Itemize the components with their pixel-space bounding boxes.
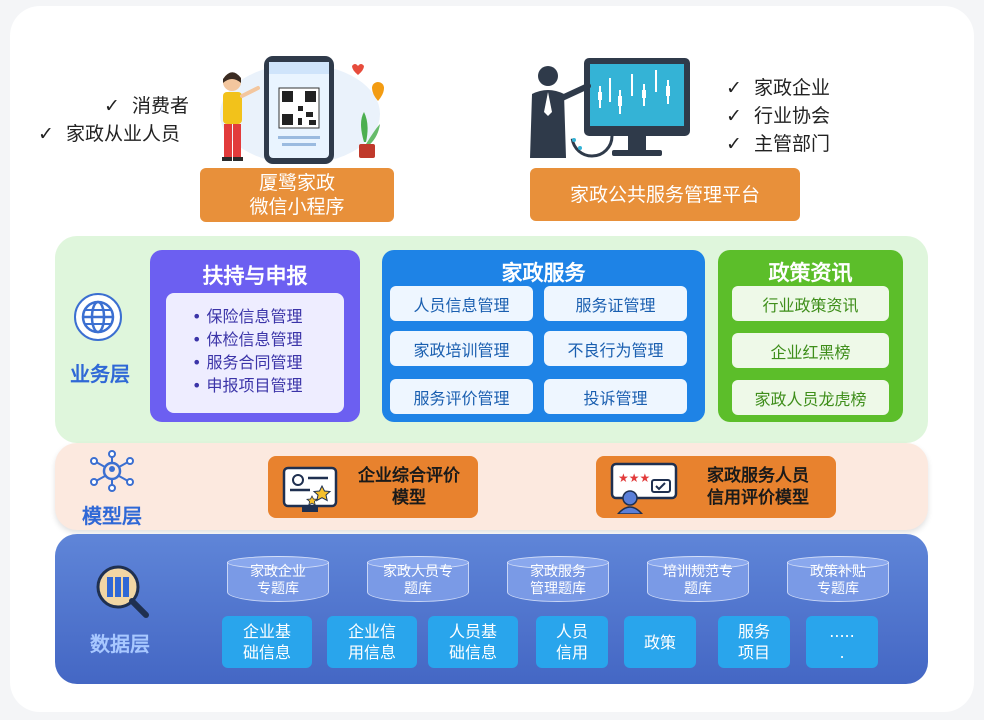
support-list-item[interactable]: • 服务合同管理 bbox=[192, 353, 303, 372]
admin-checklist: ✓ 家政企业 ✓ 行业协会 ✓ 主管部门 bbox=[726, 74, 830, 158]
svg-text:★★★: ★★★ bbox=[618, 471, 650, 485]
presenter-with-monitor-illustration bbox=[530, 58, 690, 158]
consumer-checklist: ✓ 消费者 ✓ 家政从业人员 bbox=[38, 92, 189, 148]
support-list-item[interactable]: • 保险信息管理 bbox=[192, 307, 303, 326]
checklist-label: 家政企业 bbox=[754, 77, 831, 99]
network-hub-icon bbox=[90, 450, 134, 492]
check-icon: ✓ bbox=[104, 95, 120, 117]
check-icon: ✓ bbox=[726, 133, 742, 155]
data-tile-enterprise-basic[interactable]: 企业基础信息 bbox=[222, 616, 312, 668]
data-tile-policy[interactable]: 政策 bbox=[624, 616, 696, 668]
checklist-row: ✓ 家政企业 bbox=[726, 74, 830, 102]
qr-code-icon bbox=[278, 87, 320, 129]
model-credit-evaluation[interactable]: ★★★ 家政服务人员 信用评价模型 bbox=[596, 456, 836, 518]
policy-item-ranking[interactable]: 家政人员龙虎榜 bbox=[732, 380, 889, 415]
check-icon: ✓ bbox=[38, 123, 54, 145]
support-panel: 扶持与申报 • 保险信息管理 • 体检信息管理 • 服务合同管理 • 申报项目管… bbox=[150, 250, 360, 422]
support-list-item[interactable]: • 申报项目管理 bbox=[192, 376, 303, 395]
checklist-label: 行业协会 bbox=[754, 105, 831, 127]
data-tile-enterprise-credit[interactable]: 企业信用信息 bbox=[327, 616, 417, 668]
policy-item-red-black-list[interactable]: 企业红黑榜 bbox=[732, 333, 889, 368]
database-training[interactable]: 培训规范专题库 bbox=[647, 556, 749, 608]
model-layer-label: 模型层 bbox=[82, 504, 142, 528]
mini-program-line2: 微信小程序 bbox=[249, 196, 345, 218]
data-tile-personnel-credit[interactable]: 人员信用 bbox=[536, 616, 608, 668]
policy-panel-title: 政策资讯 bbox=[768, 261, 853, 285]
check-icon: ✓ bbox=[726, 105, 742, 127]
database-personnel[interactable]: 家政人员专题库 bbox=[367, 556, 469, 608]
data-tile-more[interactable]: ...... bbox=[806, 616, 878, 668]
support-panel-title: 扶持与申报 bbox=[202, 264, 308, 288]
checklist-row: ✓ 主管部门 bbox=[726, 130, 830, 158]
checklist-row: ✓ 行业协会 bbox=[726, 102, 830, 130]
service-item-complaints[interactable]: 投诉管理 bbox=[544, 379, 687, 414]
service-item-evaluation[interactable]: 服务评价管理 bbox=[390, 379, 533, 414]
database-enterprise[interactable]: 家政企业专题库 bbox=[227, 556, 329, 608]
policy-panel: 政策资讯 行业政策资讯 企业红黑榜 家政人员龙虎榜 bbox=[718, 250, 903, 422]
model-line2: 信用评价模型 bbox=[707, 488, 809, 508]
platform-label: 家政公共服务管理平台 bbox=[569, 183, 760, 206]
model-line2: 模型 bbox=[392, 488, 426, 508]
platform-box[interactable]: 家政公共服务管理平台 bbox=[530, 168, 800, 221]
check-icon: ✓ bbox=[726, 77, 742, 99]
rating-card-icon bbox=[282, 466, 338, 512]
database-search-icon bbox=[96, 565, 149, 618]
mini-program-box[interactable]: 厦鹭家政 微信小程序 bbox=[200, 168, 394, 222]
service-panel: 家政服务 人员信息管理 服务证管理 家政培训管理 不良行为管理 服务评价管理 投… bbox=[382, 250, 705, 422]
model-enterprise-evaluation[interactable]: 企业综合评价 模型 bbox=[268, 456, 478, 518]
person-with-phone-illustration bbox=[220, 56, 384, 164]
service-item-personnel-info[interactable]: 人员信息管理 bbox=[390, 286, 533, 321]
service-item-service-certificate[interactable]: 服务证管理 bbox=[544, 286, 687, 321]
checklist-label: 家政从业人员 bbox=[66, 123, 181, 145]
model-line1: 企业综合评价 bbox=[358, 466, 460, 486]
credit-review-icon: ★★★ bbox=[610, 462, 678, 514]
service-item-misconduct[interactable]: 不良行为管理 bbox=[544, 331, 687, 366]
data-tile-personnel-basic[interactable]: 人员基础信息 bbox=[428, 616, 518, 668]
database-policy-subsidy[interactable]: 政策补贴专题库 bbox=[787, 556, 889, 608]
checklist-row: ✓ 消费者 bbox=[38, 92, 189, 120]
support-list: • 保险信息管理 • 体检信息管理 • 服务合同管理 • 申报项目管理 bbox=[166, 293, 344, 413]
support-list-item[interactable]: • 体检信息管理 bbox=[192, 330, 303, 349]
policy-item-industry-news[interactable]: 行业政策资讯 bbox=[732, 286, 889, 321]
mini-program-line1: 厦鹭家政 bbox=[258, 172, 335, 194]
business-layer-label: 业务层 bbox=[70, 362, 130, 386]
database-service-management[interactable]: 家政服务管理题库 bbox=[507, 556, 609, 608]
data-layer-label: 数据层 bbox=[90, 632, 150, 656]
data-tile-service-items[interactable]: 服务项目 bbox=[718, 616, 790, 668]
checklist-label: 主管部门 bbox=[754, 133, 831, 155]
service-item-training[interactable]: 家政培训管理 bbox=[390, 331, 533, 366]
checklist-row: ✓ 家政从业人员 bbox=[38, 120, 189, 148]
globe-icon bbox=[74, 293, 122, 341]
checklist-label: 消费者 bbox=[132, 95, 190, 117]
service-panel-title: 家政服务 bbox=[501, 261, 586, 285]
model-line1: 家政服务人员 bbox=[707, 466, 809, 486]
